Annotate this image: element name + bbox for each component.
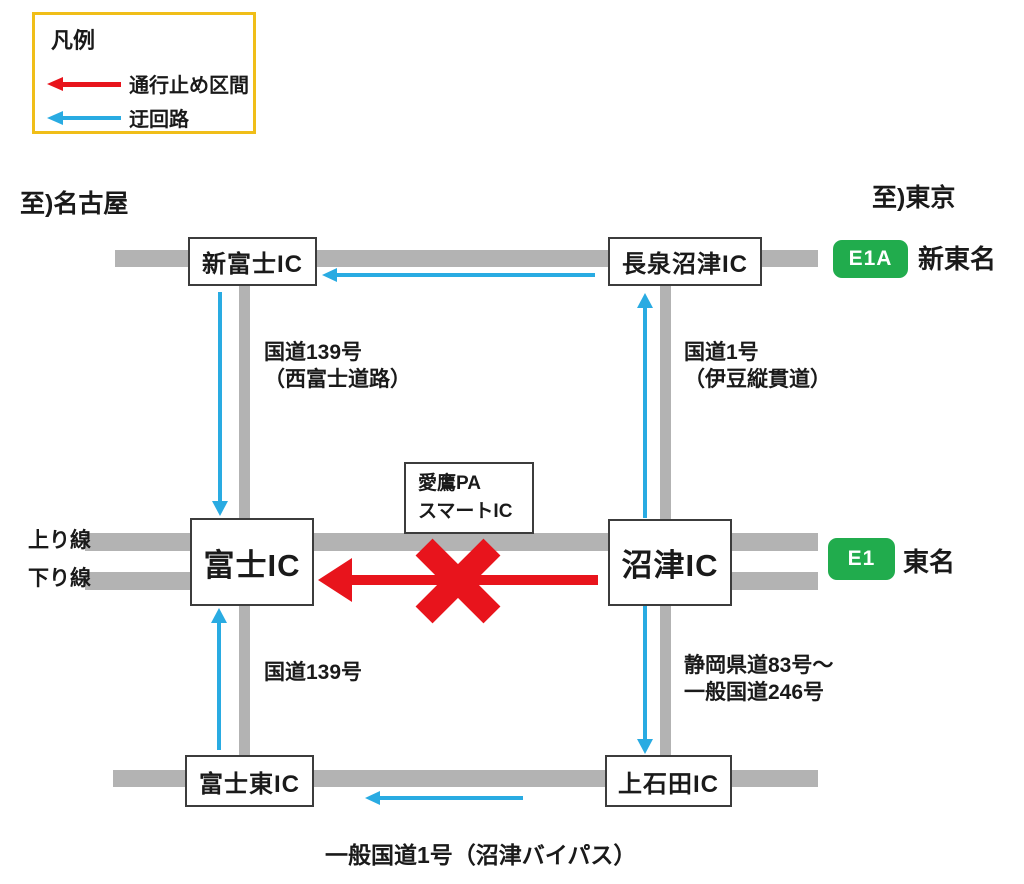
ic-box-fuji-higashi: 富士東IC [185, 755, 314, 807]
ic-box-nagaizumi-numazu: 長泉沼津IC [608, 237, 762, 286]
tomei-down-lane-road-west [85, 572, 205, 590]
highway-name-tomei: 東名 [903, 547, 956, 577]
legend-box: 凡例 通行止め区間 迂回路 [32, 12, 256, 134]
lane-label-up: 上り線 [28, 529, 91, 552]
detour-arrow-route139-up [211, 608, 227, 750]
highway-badge-e1: E1 [828, 538, 895, 580]
detour-arrow-route1-izu-up [637, 293, 653, 518]
ic-box-shin-fuji: 新富士IC [188, 237, 317, 286]
detour-arrow-pref83-down [637, 602, 653, 754]
ic-box-fuji: 富士IC [190, 518, 314, 606]
legend-closed-label: 通行止め区間 [129, 75, 249, 97]
road-label-route139-west: 国道139号 （西富士道路） [264, 341, 411, 391]
legend-detour-label: 迂回路 [129, 109, 189, 131]
road-label-pref83-246: 静岡県道83号～ 一般国道246号 [684, 654, 834, 704]
ashitaka-pa-line2: スマートIC [418, 501, 513, 522]
detour-arrow-bypass [365, 791, 523, 805]
detour-arrow-route139-west-down [212, 292, 228, 516]
direction-tokyo: 至)東京 [872, 184, 956, 212]
closed-section-arrow-icon [47, 77, 121, 91]
highway-badge-e1a: E1A [833, 240, 908, 278]
detour-route-arrow-icon [47, 111, 121, 125]
legend-title: 凡例 [51, 28, 96, 53]
highway-name-shin-tomei: 新東名 [918, 244, 997, 274]
road-label-route139: 国道139号 [264, 661, 363, 684]
road-label-route1-izu: 国道1号 （伊豆縦貫道） [684, 341, 831, 391]
ic-box-numazu: 沼津IC [608, 519, 732, 606]
detour-arrow-shin-tomei [322, 268, 595, 282]
tomei-down-lane-road-east [715, 572, 818, 590]
lane-label-down: 下り線 [28, 567, 91, 590]
road-label-route1-bypass: 一般国道1号（沼津バイパス） [325, 842, 637, 868]
ic-box-ashitaka-pa: 愛鷹PA スマートIC [404, 462, 534, 534]
direction-nagoya: 至)名古屋 [20, 190, 129, 218]
ic-box-kamiishida: 上石田IC [605, 755, 732, 807]
ashitaka-pa-line1: 愛鷹PA [418, 473, 481, 495]
